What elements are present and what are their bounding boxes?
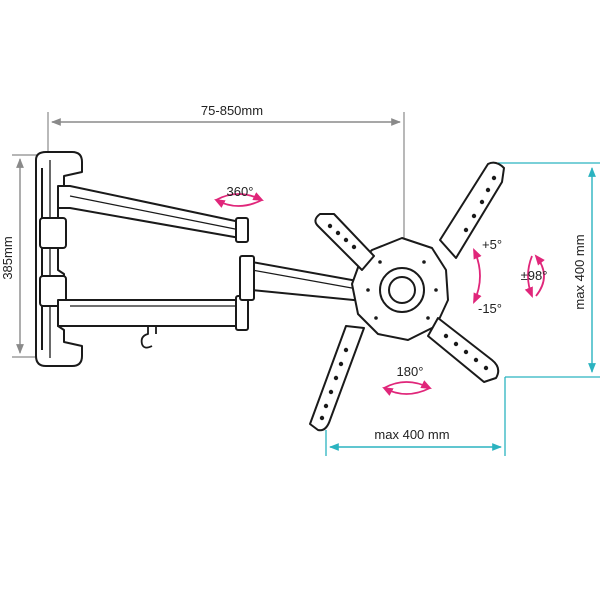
vesa-plate (309, 161, 505, 432)
arm-extension-dimension: 75-850mm (47, 103, 405, 250)
tilt-indicator: +5° -15° (473, 237, 502, 316)
wall-plate-height-dimension: 385mm (0, 154, 40, 358)
vesa-width-dimension: max 400 mm (325, 377, 506, 456)
vesa-holes (319, 175, 497, 421)
plate-rotation-indicator: 180° (382, 364, 432, 396)
tilt-down-label: -15° (478, 301, 502, 316)
swivel-indicator: ±98° (521, 254, 548, 299)
arm-swivel-indicator: 360° (214, 184, 264, 208)
wall-plate (35, 151, 83, 367)
arm-swivel-label: 360° (227, 184, 254, 199)
vesa-height-label: max 400 mm (572, 234, 587, 309)
arm-extension-label: 75-850mm (201, 103, 263, 118)
wall-plate-height-label: 385mm (0, 236, 15, 279)
swivel-label: ±98° (521, 268, 548, 283)
upper-arm (57, 185, 249, 243)
vesa-width-label: max 400 mm (374, 427, 449, 442)
tilt-up-label: +5° (482, 237, 502, 252)
lower-arm (57, 295, 249, 349)
plate-rotation-label: 180° (397, 364, 424, 379)
vesa-height-dimension: max 400 mm (498, 162, 600, 378)
